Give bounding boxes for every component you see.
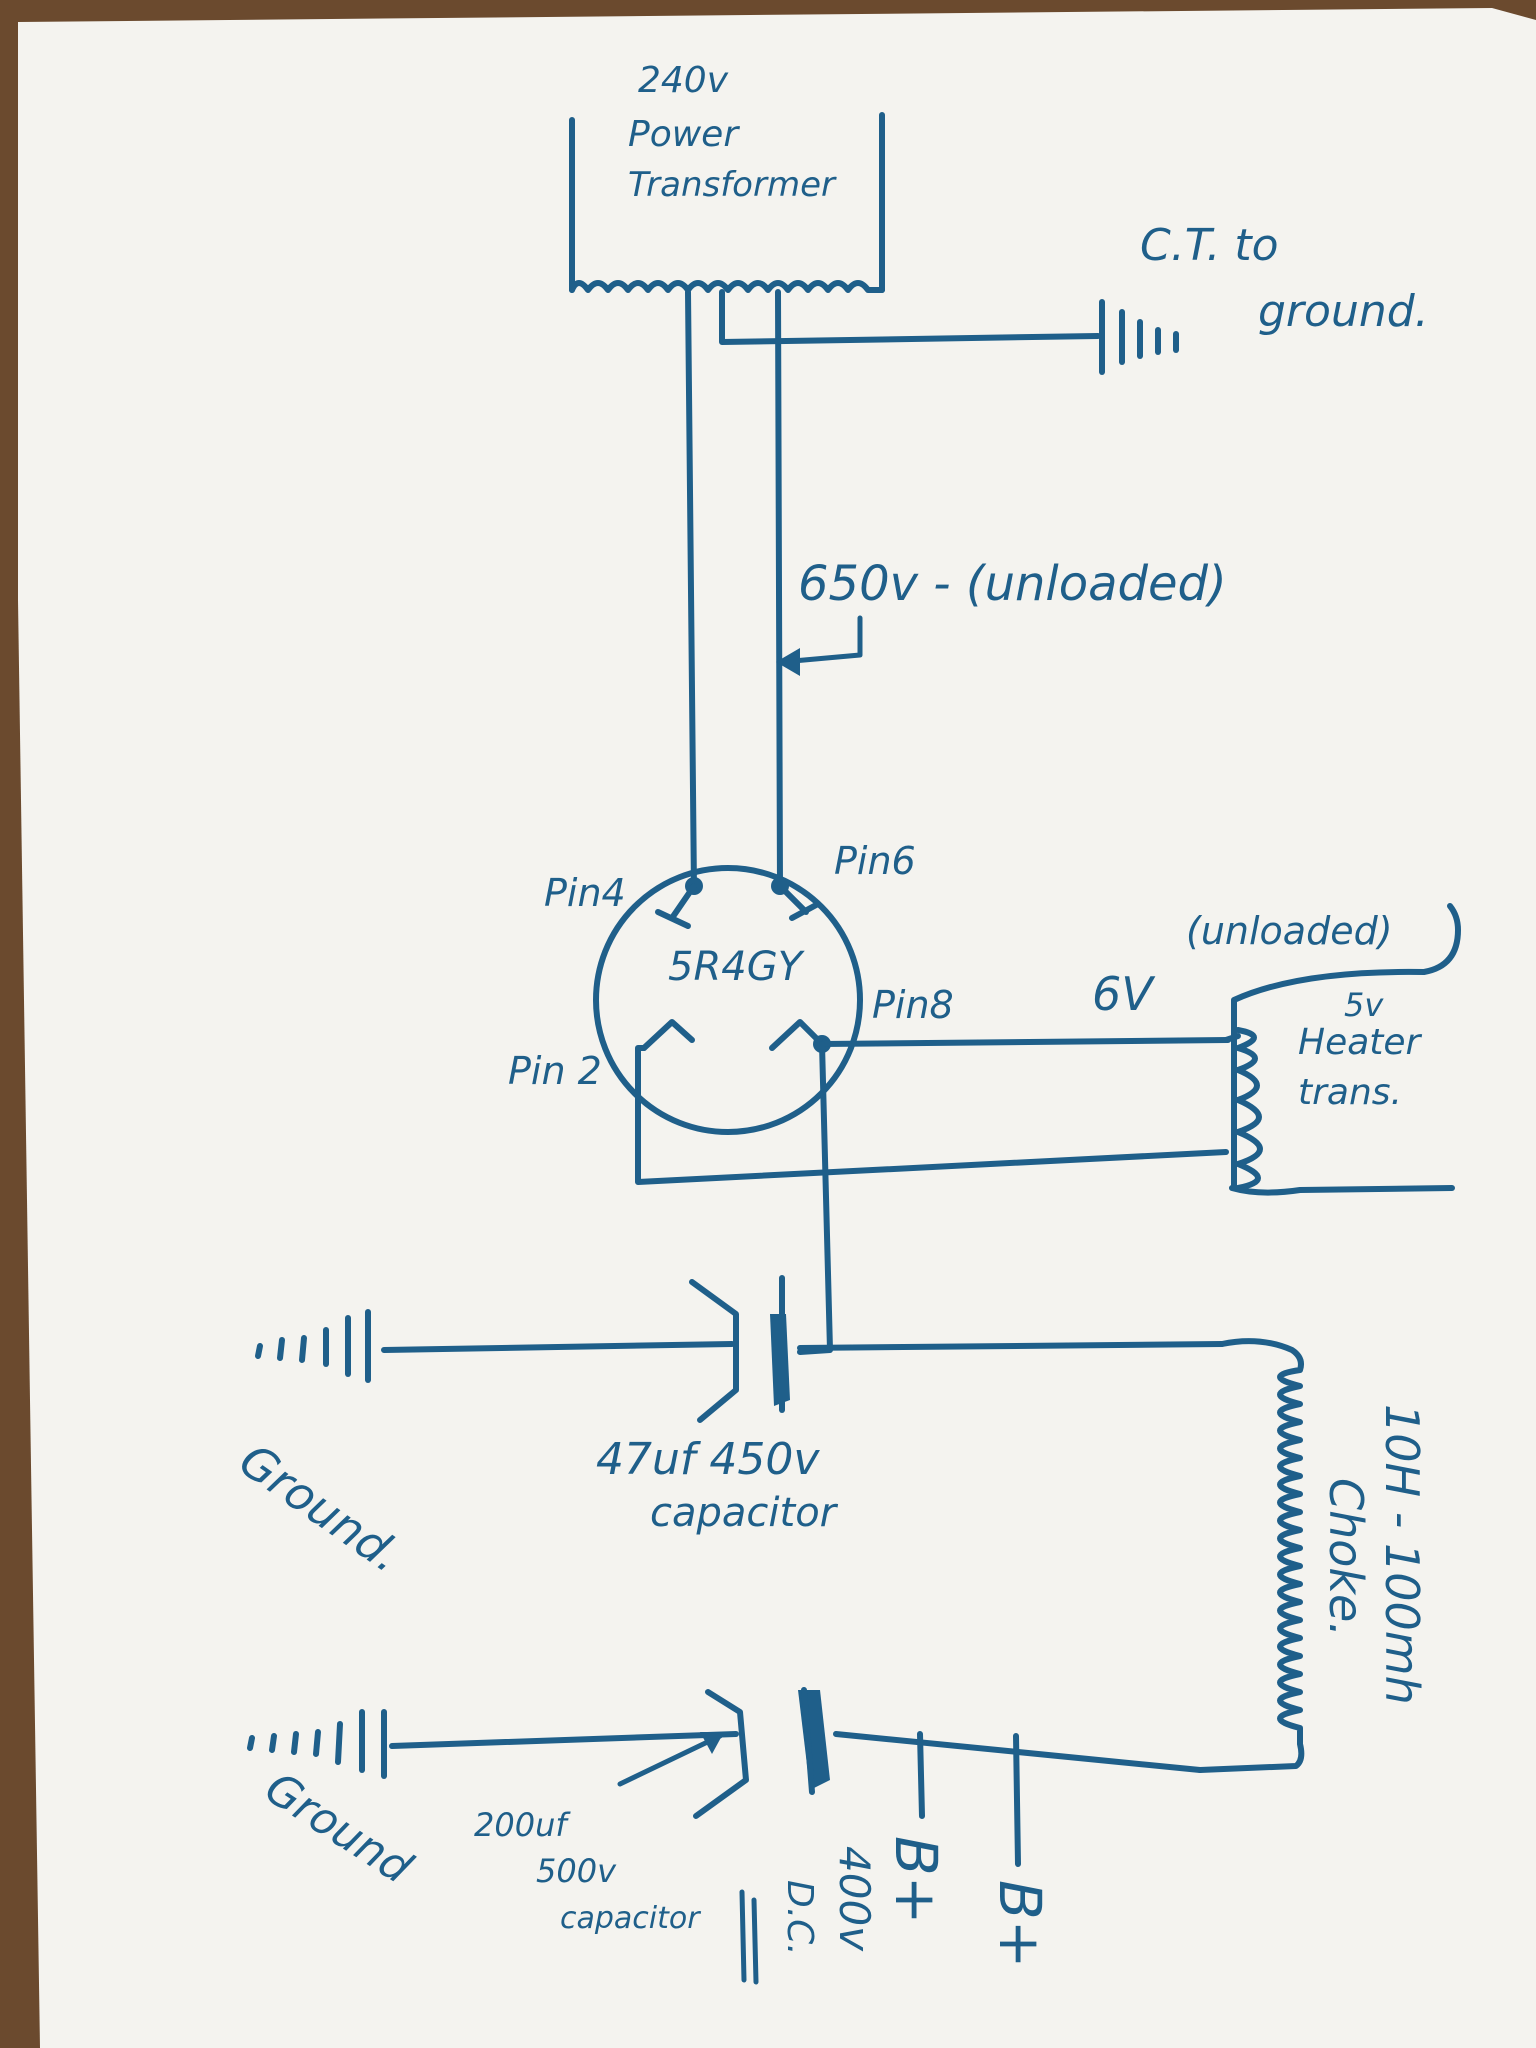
ct-label-line2: ground. bbox=[1258, 286, 1429, 337]
pin6-label: Pin6 bbox=[834, 839, 916, 883]
heater-wire-pin2 bbox=[635, 1045, 1229, 1185]
heater-transformer bbox=[1223, 903, 1461, 1196]
capacitor-200uf bbox=[693, 1687, 830, 1819]
hv-arrowhead-icon bbox=[776, 648, 800, 676]
choke-label-line1: 10H - 100mh bbox=[1375, 1404, 1429, 1705]
power-transformer: 240v Power Transformer bbox=[569, 60, 885, 293]
transformer-label-power: Power bbox=[628, 114, 740, 155]
pin8-label: Pin8 bbox=[872, 983, 954, 1027]
heater-label-line1: Heater bbox=[1298, 1022, 1423, 1063]
tube-label: 5R4GY bbox=[668, 944, 806, 990]
cap1-to-choke-wire bbox=[797, 1341, 1225, 1351]
cap2-pointer-arrowhead-icon bbox=[700, 1732, 724, 1754]
heater-5v-label: 5v bbox=[1344, 986, 1384, 1024]
hv-arrow-icon bbox=[779, 615, 863, 665]
ground-icon-1 bbox=[255, 1309, 371, 1383]
cap2-pointer-arrow-icon bbox=[617, 1733, 723, 1787]
dc-output-marks-icon bbox=[739, 1889, 759, 1985]
heater-label-line2: trans. bbox=[1298, 1072, 1402, 1113]
center-tap-ground-icon bbox=[1099, 299, 1179, 375]
cap2-label-line1: 200uf bbox=[474, 1806, 571, 1844]
bplus1-label: B+ bbox=[882, 1836, 950, 1924]
choke bbox=[1197, 1338, 1305, 1773]
paper-sheet bbox=[18, 8, 1536, 2048]
choke-label-line2: Choke. bbox=[1319, 1478, 1373, 1637]
pin4-label: Pin4 bbox=[544, 871, 626, 915]
center-tap-wire bbox=[719, 289, 1101, 345]
cap2-ground-wire bbox=[389, 1731, 739, 1749]
dc-label: D.C. bbox=[779, 1880, 820, 1956]
cap1-label-line1: 47uf 450v bbox=[596, 1434, 820, 1485]
ground-icon-2 bbox=[247, 1709, 387, 1779]
bplus2-label: B+ bbox=[986, 1880, 1054, 1968]
capacitor-47uf bbox=[689, 1275, 790, 1423]
cap1-label-line2: capacitor bbox=[650, 1490, 839, 1536]
hv-voltage-label: 650v - (unloaded) bbox=[798, 556, 1227, 612]
transformer-label-name: Transformer bbox=[628, 165, 837, 205]
bplus2-lead bbox=[1013, 1733, 1021, 1867]
heater-unloaded-label: (unloaded) bbox=[1186, 909, 1393, 953]
dc-voltage-label: 400v bbox=[830, 1846, 879, 1952]
pin2-label: Pin 2 bbox=[508, 1049, 602, 1093]
bplus1-lead bbox=[917, 1731, 925, 1819]
heater-wire-pin8 bbox=[819, 1037, 1231, 1047]
ct-label-line1: C.T. to bbox=[1140, 220, 1279, 271]
rectifier-tube: 5R4GY bbox=[593, 865, 863, 1135]
transformer-label-voltage: 240v bbox=[638, 60, 729, 101]
cap2-label-line3: capacitor bbox=[560, 1901, 701, 1936]
heater-voltage-label: 6V bbox=[1092, 967, 1156, 1021]
cap2-label-line2: 500v bbox=[536, 1852, 617, 1890]
secondary-wire-a bbox=[685, 289, 697, 893]
secondary-wire-b bbox=[775, 289, 783, 893]
cap1-ground-wire bbox=[381, 1341, 735, 1353]
